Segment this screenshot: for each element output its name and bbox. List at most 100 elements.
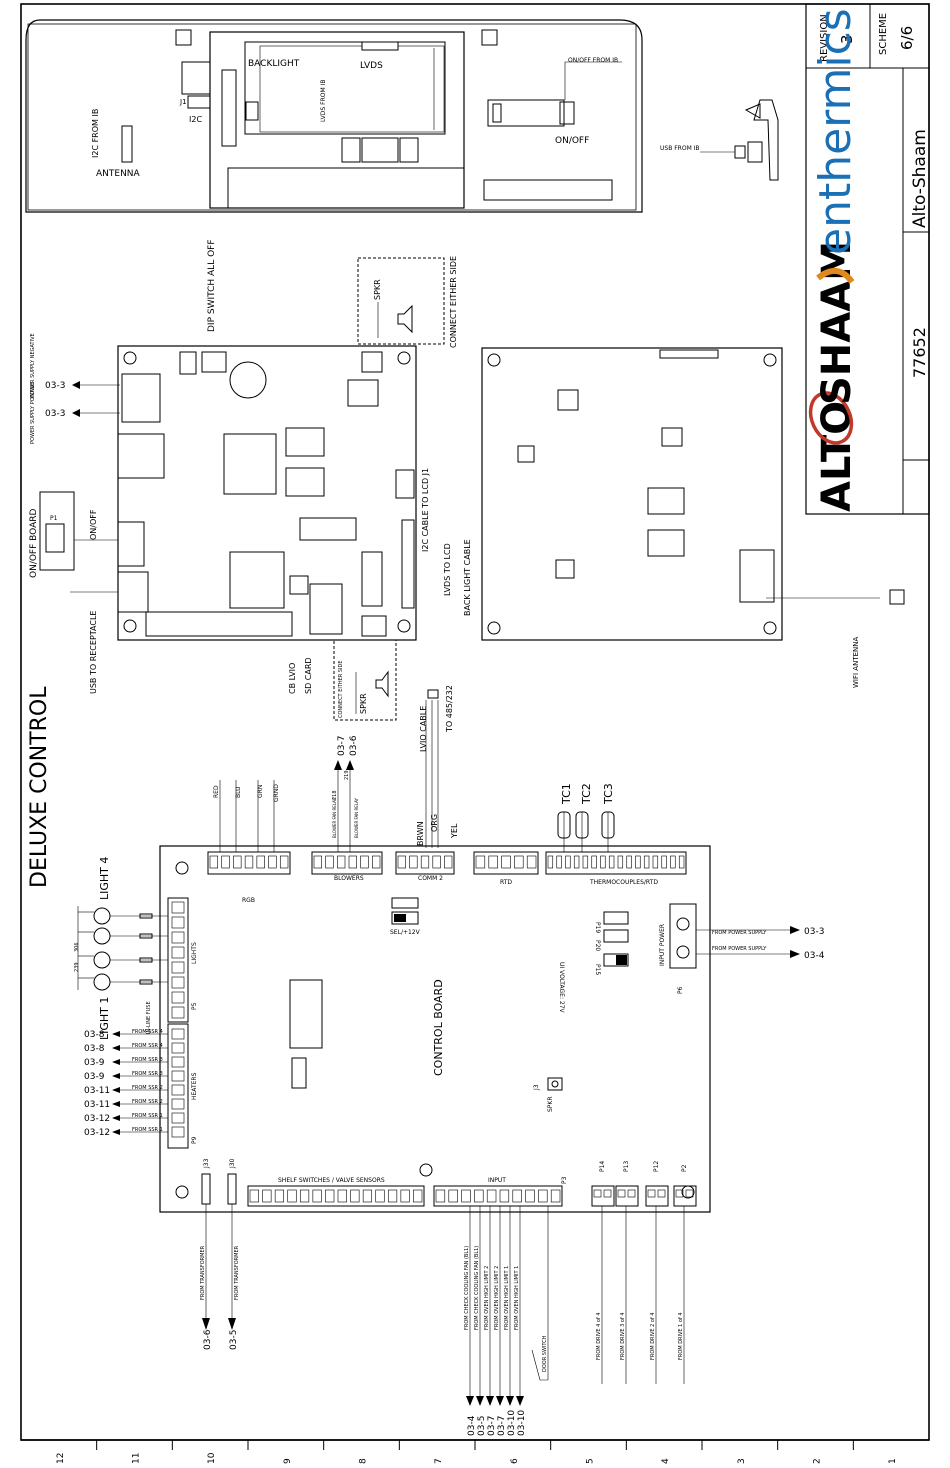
power-ref-03-3: 03-3 [804,927,824,937]
connector-pin [488,855,498,869]
j30-label: J30 [229,1158,236,1169]
ib-onoff-label: ON/OFF [89,509,98,540]
ui-voltage-label: UI VOLTAGE: 27V [558,962,565,1014]
from-transformer-b: FROM TRANSFORMER [234,1245,240,1300]
connector-pin [435,1189,446,1203]
input-wire-label: FROM OVEN HIGH LIMIT 2 [484,1266,490,1330]
fuse-icon [139,957,153,963]
light-pin [171,946,185,959]
usb-to-receptacle: USB TO RECEPTACLE [89,611,98,694]
connector-pin [409,855,418,869]
light1-label: LIGHT 1 [98,997,111,1040]
connector-pin [375,1189,385,1203]
connector-pin [348,855,357,869]
ruler-number: 2 [813,1458,823,1464]
tc3-label: TC3 [602,783,615,805]
drive-connector-label: P14 [599,1161,606,1172]
control-board: CONTROL BOARD RGB BLOWERS COMM 2 RTD THE… [74,735,825,1436]
p9-label: P9 [191,1136,198,1144]
input-ref: 03-10 [507,1410,517,1436]
comm-wire-brwn: BRWN [416,821,425,846]
drawing-border [20,3,930,1441]
connector-pin [360,855,369,869]
connector-pin [209,855,219,869]
revision-value: 3 [838,34,856,44]
ssr-label: FROM SSR 3 [132,1071,163,1077]
connector-pin [420,855,430,869]
lights-label: LIGHTS [191,942,198,964]
wire-239: 239 [74,962,80,972]
connector-pin [400,1189,410,1203]
ruler-number: 3 [737,1458,747,1464]
connector-pin [573,855,580,869]
light-connector-pins [171,901,185,1019]
connector-pin [221,855,230,869]
light-pin [171,931,185,944]
blower-fan-relay-a: BLOWER FAN RELAY [332,798,337,838]
connector-pin [526,855,537,869]
lvds-label: LVDS [360,61,383,71]
connector-pin [274,1189,285,1203]
connector-pin [678,855,685,869]
bottom-connector-pins [249,1189,561,1203]
drive-from-label: FROM DRIVE 1 of 4 [678,1312,684,1360]
fuse-icon [139,933,153,939]
connect-either-side-top: CONNECT EITHER SIDE [449,256,458,348]
ruler-number: 12 [56,1453,66,1464]
light-pin [171,1006,185,1019]
lvds-from-ib-label: LVDS FROM IB [320,80,327,122]
rtd-label: RTD [500,879,512,886]
connector-pin [268,855,277,869]
input-ref: 03-7 [487,1416,497,1436]
connector-pin [499,1189,510,1203]
lamp-icon [93,973,111,991]
lamps [77,906,168,991]
sel-12v-label: SEL/+12V [390,929,421,936]
heater-ref: 03-8 [84,1030,105,1040]
connector-pin [313,855,322,869]
j33-label: J33 [203,1158,210,1169]
heater-pin [171,1126,185,1138]
heater-pin [171,1028,185,1040]
connector-pin [262,1189,272,1203]
ssr-label: FROM SSR 3 [132,1057,163,1063]
connector-pin [448,1189,458,1203]
transformer-ref-03-5: 03-5 [229,1330,239,1350]
connector-pin [279,855,289,869]
blower-ref-03-6: 03-6 [349,735,359,756]
connector-pin [244,855,254,869]
connector-pin [556,855,562,869]
connector-pin [337,1189,347,1203]
j1-label: J1 [179,98,187,106]
lvds-to-lcd-label: LVDS TO LCD [443,543,452,596]
ruler-number: 8 [359,1458,369,1464]
p19-label: P19 [594,922,601,933]
logo-swoosh-icon [808,391,854,445]
blower-fan-relay-b: BLOWER FAN RELAY [354,798,359,838]
connector-pin [514,855,524,869]
input-wire-label: FROM CHECK COOLING FAN (BL1) [464,1246,470,1330]
p15-label: P15 [594,964,601,975]
heater-ref: 03-12 [84,1128,110,1138]
connector-pin [591,855,597,869]
comm-wire-org: ORG [430,814,439,832]
ssr-label: FROM SSR 1 [132,1113,163,1119]
light-pin [171,961,185,974]
rgb-wire-grn: GRN [257,785,264,798]
connector-pin [413,1189,423,1203]
blower-218: 218 [332,790,338,800]
connector-pin [432,855,441,869]
transformer-ref-03-6: 03-6 [203,1329,213,1350]
revision-label: REVISION [819,14,830,62]
door-switch-label: DOOR SWITCH [542,1335,548,1372]
input-wire-label: FROM OVEN HIGH LIMIT 1 [514,1266,520,1330]
interface-board: SPKR CONNECT EITHER SIDE DIP SWITCH ALL … [29,239,472,848]
door-switch-icon [531,1349,548,1381]
p6-label: P6 [677,986,684,994]
ruler-number: 4 [661,1458,671,1464]
fuse-icon [139,913,153,919]
